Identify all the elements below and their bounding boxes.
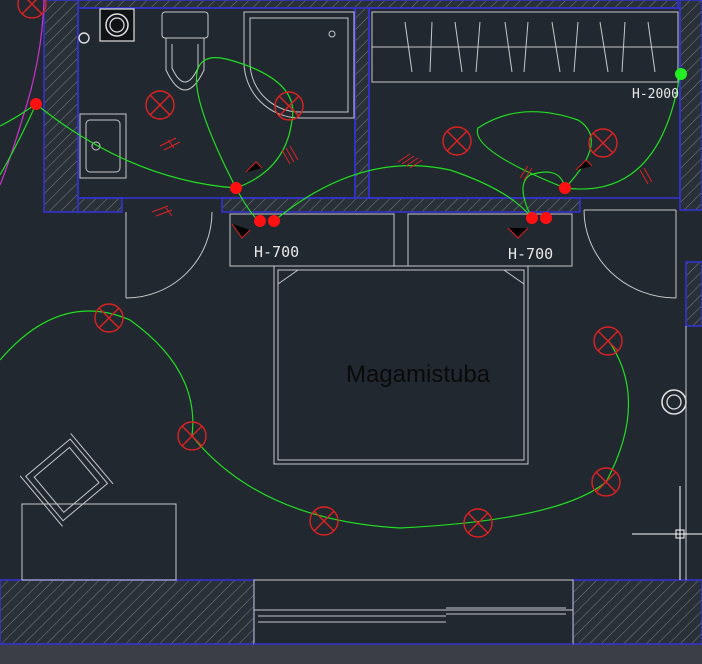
ceiling-lamp <box>442 126 472 156</box>
bed <box>273 265 529 465</box>
wardrobe <box>371 11 679 83</box>
crosshair-cursor-icon <box>632 486 702 580</box>
ceiling-lamp <box>274 91 304 121</box>
ceiling-lamp <box>17 0 47 19</box>
small-marker <box>78 32 90 44</box>
ceiling-lamp <box>588 128 618 158</box>
desk <box>21 503 177 581</box>
switch-ticks <box>151 137 653 239</box>
switch-points <box>30 98 571 227</box>
room-label: Magamistuba <box>346 361 491 388</box>
leader-line <box>0 0 45 186</box>
doors <box>125 209 677 299</box>
green-endpoint <box>675 68 687 80</box>
ceiling-lamps <box>17 0 623 538</box>
ceiling-lamp <box>309 506 339 536</box>
ceiling-lamp <box>593 326 623 356</box>
chair <box>19 433 114 527</box>
ceiling-lamp <box>177 421 207 451</box>
ceiling-lamp <box>463 508 493 538</box>
bottom-strip <box>0 644 702 664</box>
sink <box>79 113 127 179</box>
height-label-right: H-2000 <box>632 87 679 102</box>
bathroom-fan <box>99 8 135 42</box>
ceiling-lamp <box>145 90 175 120</box>
window <box>253 579 574 645</box>
ceiling-lamp <box>94 303 124 333</box>
height-label-middle: H-700 <box>508 245 553 263</box>
ceiling-lamp <box>591 467 621 497</box>
nightstands <box>229 213 573 267</box>
height-label-left: H-700 <box>254 243 299 261</box>
